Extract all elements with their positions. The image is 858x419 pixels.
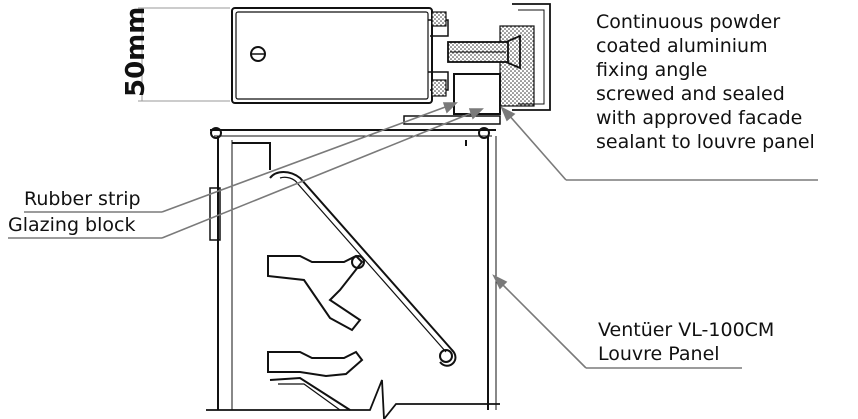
fixing-angle-line-1: Continuous powder xyxy=(596,11,781,33)
dimension-50mm-marker xyxy=(138,7,230,102)
louvre-blades xyxy=(267,171,457,411)
louvre-panel-callout: Ventüer VL-100CM Louvre Panel xyxy=(598,318,774,366)
fixing-angle-callout: Continuous powder coated aluminium fixin… xyxy=(596,10,815,154)
dimension-label: 50mm xyxy=(121,6,151,97)
fixing-angle-line-5: with approved facade xyxy=(596,107,803,129)
fixing-angle-line-6: sealant to louvre panel xyxy=(596,131,815,153)
break-line xyxy=(206,379,500,419)
fixing-angle-line-3: fixing angle xyxy=(596,59,708,81)
leader-lines xyxy=(8,102,818,369)
frame-profile xyxy=(231,7,449,104)
louvre-panel-line-1: Ventüer VL-100CM xyxy=(598,319,775,341)
rubber-strip-label: Rubber strip xyxy=(24,188,141,210)
louvre-panel-frame xyxy=(209,127,497,410)
fixing-angle-line-4: screwed and sealed xyxy=(596,83,785,105)
fixing-angle-line-2: coated aluminium xyxy=(596,35,768,57)
louvre-panel-line-2: Louvre Panel xyxy=(598,343,720,365)
glazing-block-label: Glazing block xyxy=(8,214,136,236)
fixing-angle-assembly xyxy=(403,3,551,125)
